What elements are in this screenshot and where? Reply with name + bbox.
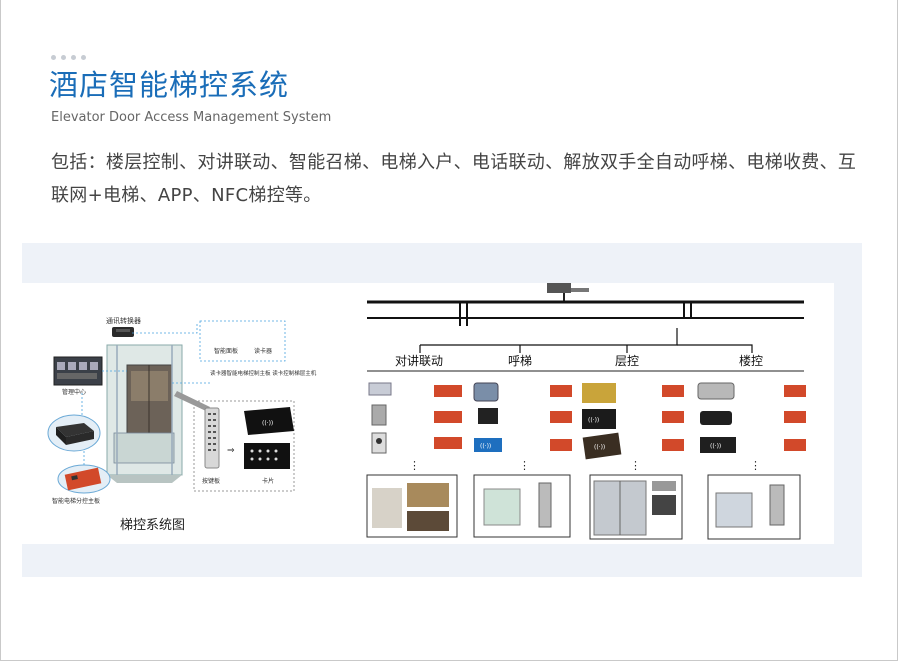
branch-intercom: 对讲联动 [395,353,443,368]
feature-description: 包括：楼层控制、对讲联动、智能召梯、电梯入户、电话联动、解放双手全自动呼梯、电梯… [51,152,857,206]
page-subtitle: Elevator Door Access Management System [51,110,332,125]
keypad-and-card: ((·)) ⇒ [193,400,295,492]
server-icon [547,283,589,293]
diagram-svg: 通讯转换器 管理中心 智能电梯分控主板 智能面板 读卡器 读卡器智能电梯控制主板… [47,283,806,540]
intercom-devices [368,382,462,454]
connection-lines [81,320,286,465]
label-center: 管理中心 [62,388,86,396]
branch-lines [419,328,753,353]
label-reader: 读卡器 [254,347,272,355]
dot [71,55,76,60]
arrow-icon [174,391,210,411]
svg-text:((·)): ((·)) [710,443,721,450]
label-converter: 通讯转换器 [106,316,141,325]
dot [61,55,66,60]
building-control-devices: ((·)) [697,382,806,453]
decorative-dots [51,55,86,60]
label-panel: 智能面板 [214,347,238,355]
branch-call: 呼梯 [508,354,532,368]
ellipsis-1: ⋮ [409,459,420,472]
svg-text:((·)): ((·)) [262,420,273,427]
control-board-icon [57,464,111,494]
scene-building [707,474,801,540]
page-title: 酒店智能梯控系统 [49,68,290,102]
ellipsis-4: ⋮ [750,459,761,472]
call-devices: ((·)) [473,382,572,452]
dot [51,55,56,60]
controller-box-icon [47,414,101,452]
branch-floor: 层控 [615,354,639,368]
management-center-icon [53,356,103,386]
diagram-caption: 梯控系统图 [120,518,185,533]
ellipsis-3: ⋮ [630,459,641,472]
scene-intercom [366,474,458,538]
dot [81,55,86,60]
floor-control-devices: ((·)) ((·)) [582,383,684,460]
elevator-shaft [106,344,183,483]
ellipsis-2: ⋮ [519,459,530,472]
svg-text:((·)): ((·)) [480,443,491,450]
branch-building: 楼控 [739,353,763,368]
svg-text:((·)): ((·)) [588,417,599,424]
scene-call [473,474,571,538]
label-keypad: 按键板 [202,477,220,485]
label-note: 读卡器智能电梯控制主板 读卡控制梯层主机 [210,369,317,377]
svg-text:((·)): ((·)) [594,444,605,451]
communication-converter-icon [112,327,134,337]
scene-floor [589,474,683,540]
svg-text:⇒: ⇒ [227,446,235,456]
label-control-board: 智能电梯分控主板 [52,497,100,505]
elevator-system-diagram: 通讯转换器 管理中心 智能电梯分控主板 智能面板 读卡器 读卡器智能电梯控制主板… [22,283,834,544]
label-card: 卡片 [262,477,274,485]
